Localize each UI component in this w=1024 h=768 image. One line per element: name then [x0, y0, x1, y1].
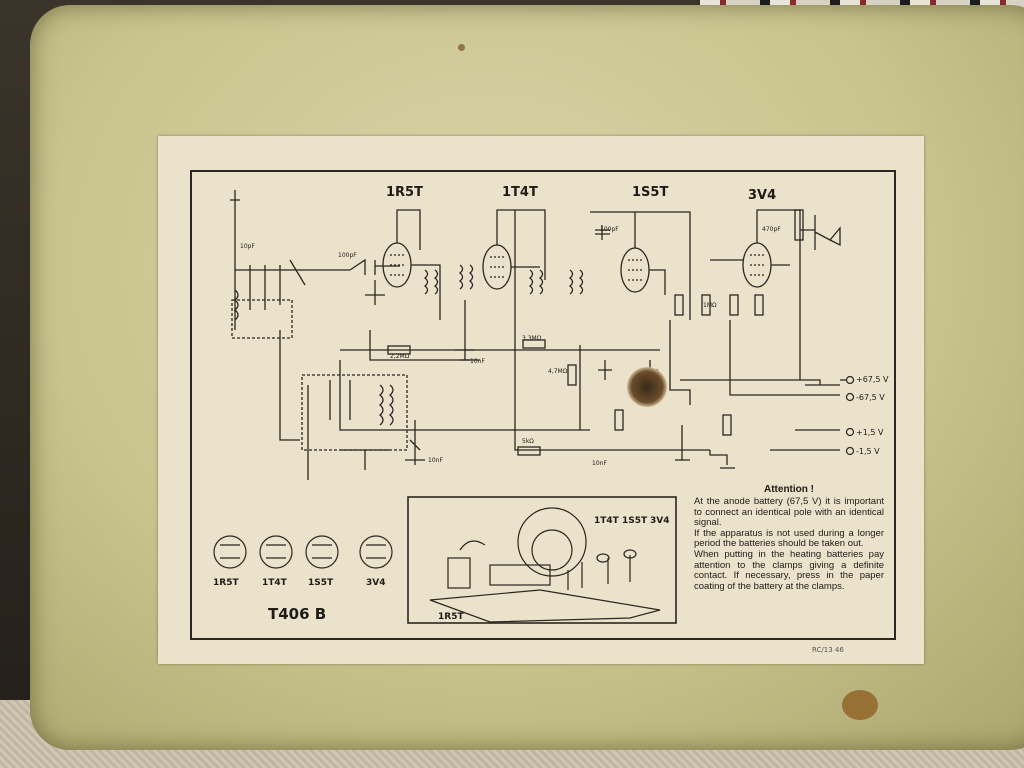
tube-label-1t4t: 1T4T	[502, 185, 538, 200]
attention-note: Attention ! At the anode battery (67,5 V…	[694, 484, 884, 592]
socket-label-1s5t: 1S5T	[308, 578, 334, 588]
cable-hole	[627, 367, 667, 407]
value-c-bypass-2: 10nF	[428, 457, 443, 464]
terminal-minus-67v: -67,5 V	[856, 393, 885, 402]
value-c-input: 10pF	[240, 243, 255, 250]
tube-3v4-symbol	[742, 242, 772, 288]
speaker-symbol	[517, 507, 587, 577]
socket-3v4	[359, 535, 393, 569]
print-code: RC/13 46	[812, 646, 844, 654]
tube-label-1r5t: 1R5T	[386, 185, 423, 200]
socket-1t4t	[259, 535, 293, 569]
rust-spot	[842, 690, 878, 720]
model-number: T406 B	[268, 605, 327, 623]
schematic-frame	[190, 170, 896, 640]
socket-1r5t	[213, 535, 247, 569]
circuit-schematic	[213, 190, 855, 624]
tube-label-3v4: 3V4	[748, 188, 777, 203]
value-c-1s5t: 100pF	[600, 226, 619, 233]
tube-label-1s5t: 1S5T	[632, 185, 669, 200]
value-c-3v4: 470pF	[762, 226, 781, 233]
layout-label-1t4t: 1T4T	[594, 516, 619, 526]
tube-1t4t-symbol	[482, 244, 512, 290]
value-c-output: 10nF	[592, 460, 607, 467]
tube-1r5t-symbol	[382, 242, 412, 288]
value-c-coupling: 100pF	[338, 252, 357, 259]
value-r-2m2: 2,2MΩ	[390, 353, 410, 360]
attention-text: At the anode battery (67,5 V) it is impo…	[694, 496, 884, 592]
layout-label-1r5t: 1R5T	[438, 612, 464, 622]
socket-label-1r5t: 1R5T	[213, 578, 239, 588]
layout-label-1s5t: 1S5T	[622, 516, 648, 526]
value-r-4m7: 4,7MΩ	[548, 368, 568, 375]
attention-title: Attention !	[764, 484, 814, 495]
value-r-3m3: 3,3MΩ	[522, 335, 542, 342]
terminal-plus-1v5: +1,5 V	[856, 428, 884, 437]
value-r-5k: 5kΩ	[522, 438, 534, 445]
socket-label-1t4t: 1T4T	[262, 578, 287, 588]
tube-1s5t-symbol	[620, 247, 650, 293]
terminal-plus-67v: +67,5 V	[856, 375, 889, 384]
socket-label-3v4: 3V4	[366, 578, 386, 588]
terminal-minus-1v5: -1,5 V	[856, 447, 880, 456]
socket-1s5t	[305, 535, 339, 569]
layout-label-3v4: 3V4	[650, 516, 670, 526]
layout-drawing-frame	[407, 496, 677, 624]
rust-spot	[458, 44, 465, 51]
schematic-label	[158, 136, 924, 664]
value-c-bypass-1: 10nF	[470, 358, 485, 365]
value-r-1m: 1MΩ	[703, 302, 717, 309]
